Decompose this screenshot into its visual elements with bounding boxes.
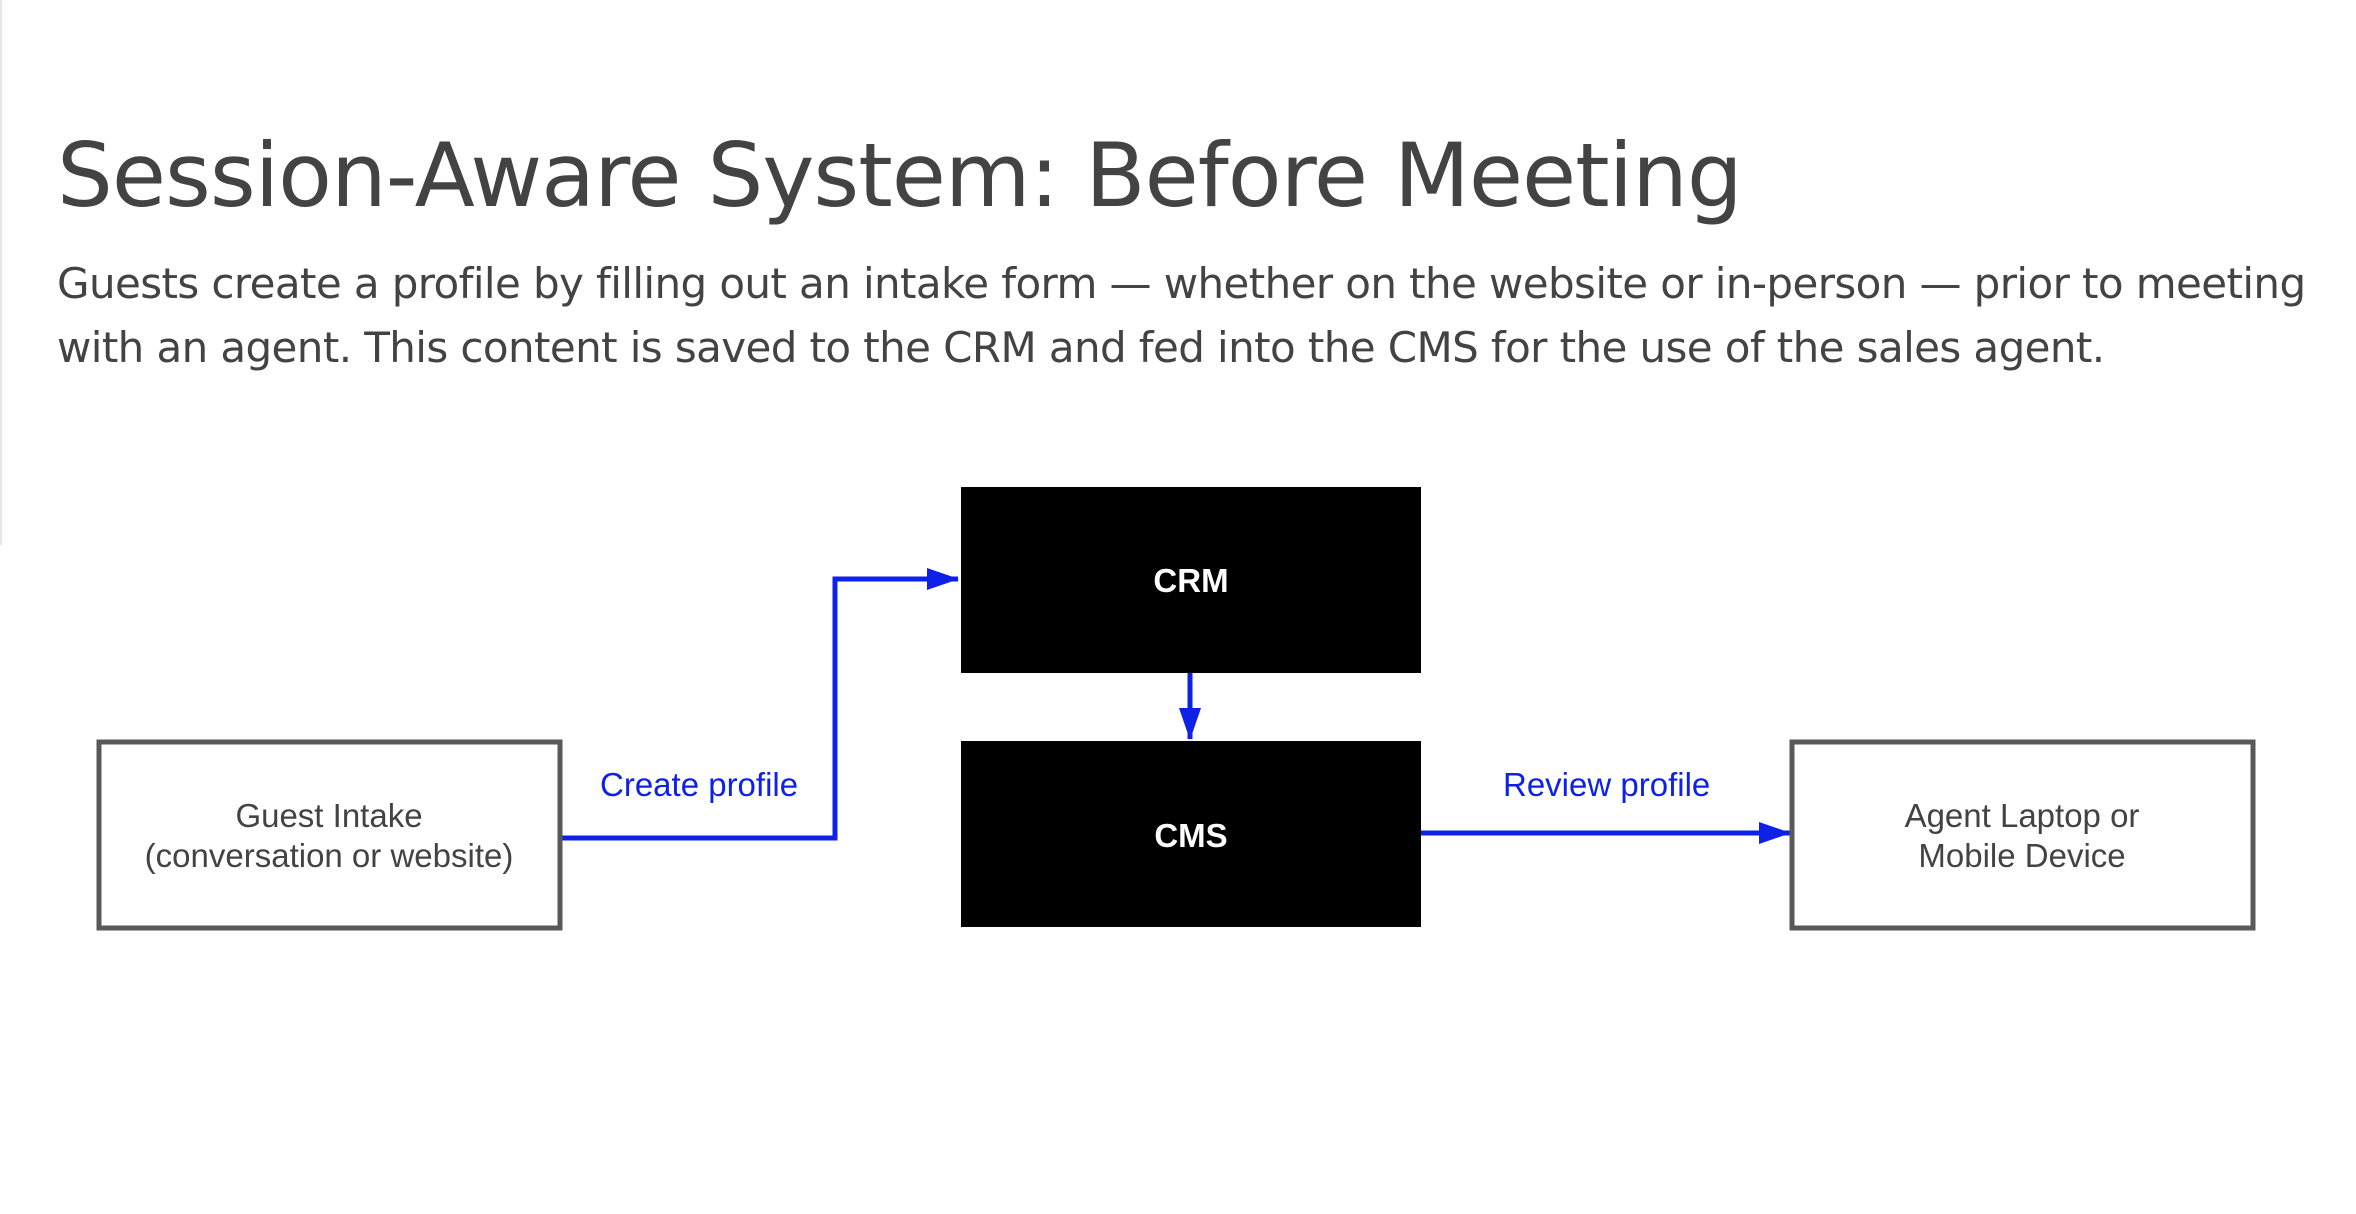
slide-subtitle: Guests create a profile by filling out a… (57, 259, 2306, 372)
guest-intake-label-line1: Guest Intake (235, 797, 422, 834)
agent-device-label-line1: Agent Laptop or (1905, 797, 2140, 834)
review-profile-label: Review profile (1503, 766, 1710, 803)
crm-label: CRM (1153, 562, 1228, 599)
agent-device-node: Agent Laptop or Mobile Device (1789, 739, 2256, 931)
cms-node: CMS (961, 741, 1421, 927)
cms-label: CMS (1154, 817, 1227, 854)
slide-edge-divider (0, 0, 2, 545)
agent-device-label-line2: Mobile Device (1918, 837, 2125, 874)
guest-intake-label-line2: (conversation or website) (145, 837, 514, 874)
create-profile-arrow (560, 568, 959, 841)
slide-title: Session-Aware System: Before Meeting (57, 124, 1743, 227)
create-profile-label: Create profile (600, 766, 798, 803)
guest-intake-node: Guest Intake (conversation or website) (96, 739, 563, 931)
crm-node: CRM (961, 487, 1421, 673)
